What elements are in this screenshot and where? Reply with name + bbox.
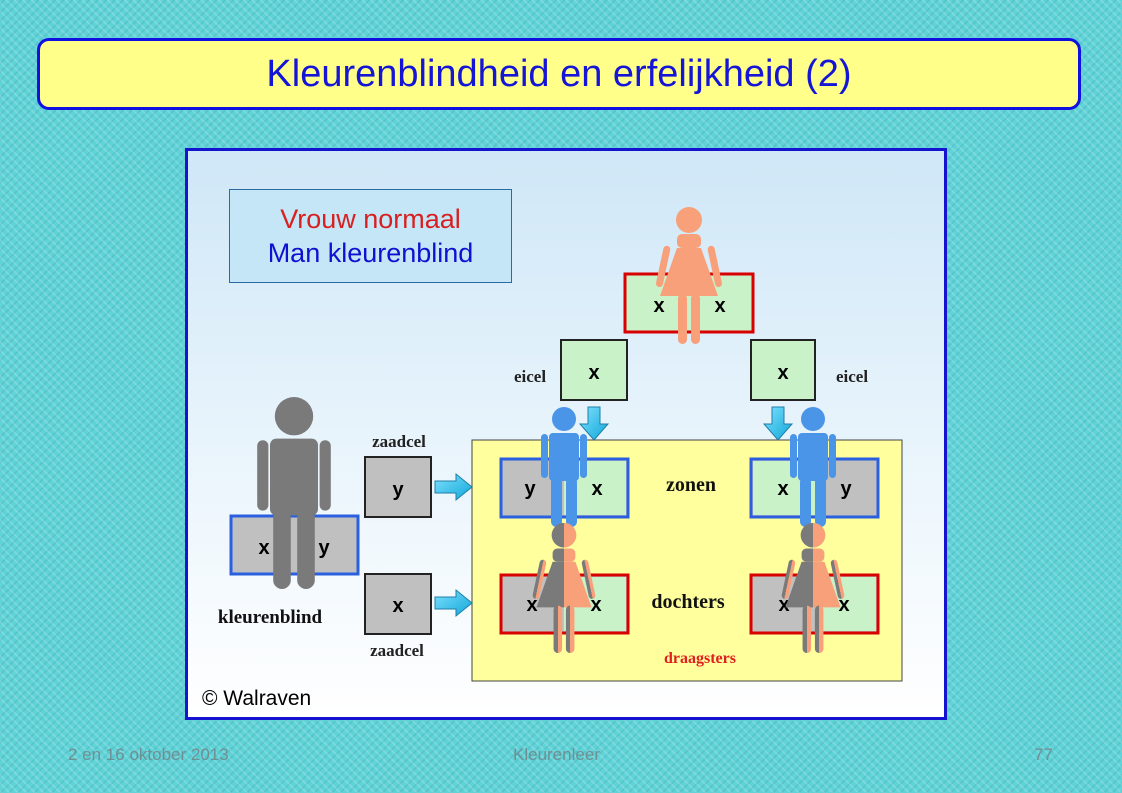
label-draagsters: draagsters [664, 650, 736, 667]
slide-title: Kleurenblindheid en erfelijkheid (2) [266, 52, 852, 95]
copyright-label: © Walraven [202, 687, 312, 710]
label-zaadcel-top: zaadcel [372, 432, 426, 451]
mother-x1: x [653, 295, 664, 317]
down-arrow-right [762, 406, 794, 441]
footer-page-number: 77 [1034, 745, 1053, 764]
inheritance-diagram: x x x x eicel eicel x y kleurenblind zaa… [185, 148, 947, 720]
slide-title-box: Kleurenblindheid en erfelijkheid (2) [37, 38, 1081, 110]
sperm-bottom-x: x [392, 595, 403, 617]
daughter2-x2: x [838, 594, 849, 616]
father-y: y [318, 537, 330, 559]
legend-line-male: Man kleurenblind [267, 238, 474, 268]
diagram-canvas: x x x x eicel eicel x y kleurenblind zaa… [218, 207, 903, 682]
label-eicel-left: eicel [514, 367, 546, 386]
footer-subject: Kleurenleer [513, 745, 600, 764]
label-dochters: dochters [651, 591, 725, 613]
label-kleurenblind: kleurenblind [218, 607, 323, 628]
egg-cell-right [750, 339, 816, 401]
sperm-cell-top [364, 456, 432, 518]
egg-right-x: x [777, 362, 788, 384]
daughter2-x1: x [778, 594, 789, 616]
right-arrow-top [434, 472, 473, 502]
legend-box: Vrouw normaal Man kleurenblind [229, 189, 512, 283]
down-arrow-left [578, 406, 610, 441]
son1-y: y [524, 478, 536, 500]
footer-date: 2 en 16 oktober 2013 [68, 745, 229, 764]
mother-x2: x [714, 295, 725, 317]
sperm-cell-bottom [364, 573, 432, 635]
son2-y: y [840, 478, 852, 500]
right-arrow-bottom [434, 588, 473, 618]
father-chromosome-box [229, 514, 360, 576]
sperm-top-y: y [392, 479, 404, 501]
egg-cell-left [560, 339, 628, 401]
legend-line-female: Vrouw normaal [280, 204, 461, 234]
label-zaadcel-bottom: zaadcel [370, 641, 424, 660]
label-zonen: zonen [666, 474, 716, 496]
father-x: x [258, 537, 269, 559]
label-eicel-right: eicel [836, 367, 868, 386]
daughter1-x1: x [526, 594, 537, 616]
daughter1-x2: x [590, 594, 601, 616]
son1-x: x [591, 478, 602, 500]
egg-left-x: x [588, 362, 599, 384]
son2-x: x [777, 478, 788, 500]
